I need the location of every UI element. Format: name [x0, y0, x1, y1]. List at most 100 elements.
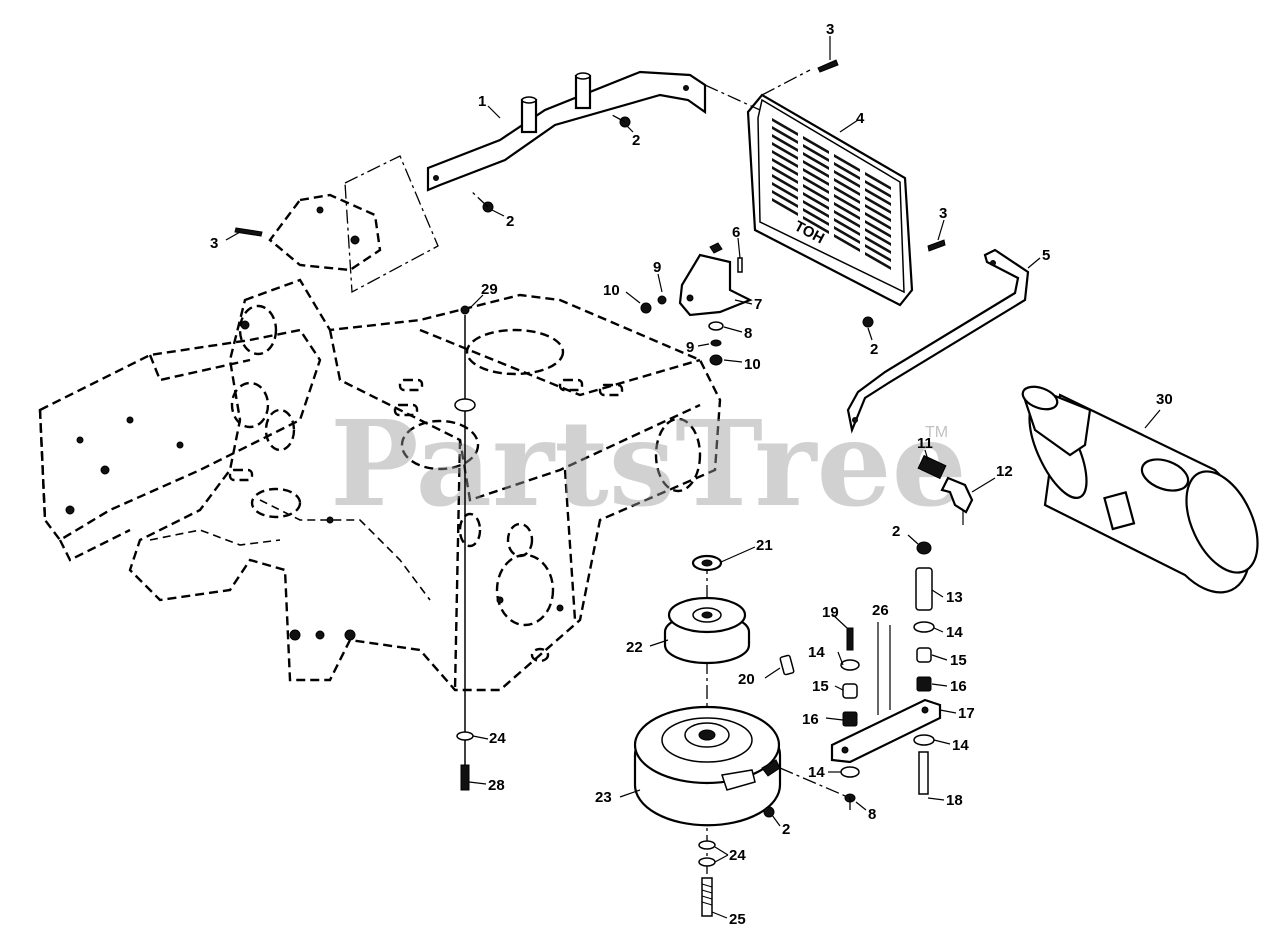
grill-slot: [865, 204, 891, 222]
small-hardware: [234, 59, 946, 818]
grill-slot: [772, 198, 798, 216]
grill-slot: [865, 172, 891, 190]
grill-slot: [834, 202, 860, 220]
callout-2: 2: [632, 132, 640, 149]
callout-28: 28: [488, 777, 505, 794]
grill-slot: [865, 188, 891, 206]
grill-slot: [865, 220, 891, 238]
grill-slot: [803, 200, 829, 218]
grill-slot: [834, 234, 860, 252]
grill-slot: [834, 178, 860, 196]
callout-17: 17: [958, 705, 975, 722]
grill-slot: [834, 194, 860, 212]
grill-slot: [803, 152, 829, 170]
callout-18: 18: [946, 792, 963, 809]
watermark-trademark: TM: [925, 424, 948, 441]
grill-slot: [834, 154, 860, 172]
part-11-12-fittings: [917, 454, 974, 525]
grill-slot: [803, 208, 829, 226]
grill-slot: [834, 186, 860, 204]
callout-4: 4: [856, 110, 865, 127]
callout-11: 11: [917, 435, 933, 452]
callout-labels: 1 2 2 2 2 2 3 3 3 4 5 6 7 8 8 9 9 10 10 …: [210, 21, 1173, 928]
callout-2: 2: [870, 341, 878, 358]
callout-10: 10: [744, 356, 761, 373]
part-7-bracket: [678, 242, 753, 317]
callout-24: 24: [489, 730, 506, 747]
grill-slot: [803, 136, 829, 154]
grill-slot: [803, 184, 829, 202]
grill-slot: [772, 158, 798, 176]
callout-3: 3: [826, 21, 834, 38]
callout-9: 9: [653, 259, 661, 276]
callout-14: 14: [808, 644, 825, 661]
callout-2: 2: [506, 213, 514, 230]
grill-slot: [865, 244, 891, 262]
leader-lines: [225, 36, 1161, 919]
grill-slot: [865, 252, 891, 270]
part-5-lower-bracket: [846, 248, 1030, 434]
grill-slot: [803, 144, 829, 162]
grill-slot: [865, 180, 891, 198]
callout-2: 2: [782, 821, 790, 838]
grill-slot: [865, 228, 891, 246]
callout-9: 9: [686, 339, 694, 356]
callout-16: 16: [950, 678, 967, 695]
callout-3: 3: [210, 235, 218, 252]
callout-20: 20: [738, 671, 755, 688]
callout-14: 14: [952, 737, 969, 754]
watermark-text: PartsTree: [330, 394, 967, 533]
grill-slot: [772, 126, 798, 144]
grill-slot: [834, 210, 860, 228]
grill-slot: [834, 218, 860, 236]
callout-13: 13: [946, 589, 963, 606]
grill-slot: [803, 192, 829, 210]
callout-24: 24: [729, 847, 746, 864]
part-30-muffler: [1021, 385, 1259, 594]
callout-1: 1: [478, 93, 486, 110]
callout-6: 6: [732, 224, 740, 241]
callout-30: 30: [1156, 391, 1173, 408]
grill-slot: [865, 196, 891, 214]
callout-23: 23: [595, 789, 612, 806]
callout-3: 3: [939, 205, 947, 222]
callout-15: 15: [950, 652, 967, 669]
callout-5: 5: [1042, 247, 1050, 264]
callout-2: 2: [892, 523, 900, 540]
grill-slot: [834, 226, 860, 244]
grill-slot: [803, 168, 829, 186]
grill-slot: [803, 216, 829, 234]
callout-14: 14: [946, 624, 963, 641]
grill-slot: [803, 160, 829, 178]
grill-slot: [772, 134, 798, 152]
callout-22: 22: [626, 639, 643, 656]
callout-8: 8: [744, 325, 752, 342]
grill-slot: [772, 190, 798, 208]
grill-slots: [772, 118, 891, 270]
pulley-stack: [633, 554, 782, 917]
callout-19: 19: [822, 604, 839, 621]
part-29-stud-assembly: [454, 305, 476, 791]
grill-slot: [834, 170, 860, 188]
grill-slot: [772, 118, 798, 136]
grill-slot: [772, 174, 798, 192]
grill-slot: [772, 166, 798, 184]
grill-slot: [865, 236, 891, 254]
grill-slot: [772, 150, 798, 168]
callout-21: 21: [756, 537, 773, 554]
callout-25: 25: [729, 911, 746, 928]
callout-10: 10: [603, 282, 620, 299]
grill-slot: [772, 182, 798, 200]
grill-slot: [865, 212, 891, 230]
callout-12: 12: [996, 463, 1013, 480]
part-4-grill: TOH: [746, 93, 914, 307]
callout-16: 16: [802, 711, 819, 728]
callout-26: 26: [872, 602, 889, 619]
grill-slot: [803, 176, 829, 194]
callout-15: 15: [812, 678, 829, 695]
part-1-upper-bracket: [426, 70, 707, 192]
grill-slot: [834, 162, 860, 180]
callout-8: 8: [868, 806, 876, 823]
callout-14: 14: [808, 764, 825, 781]
